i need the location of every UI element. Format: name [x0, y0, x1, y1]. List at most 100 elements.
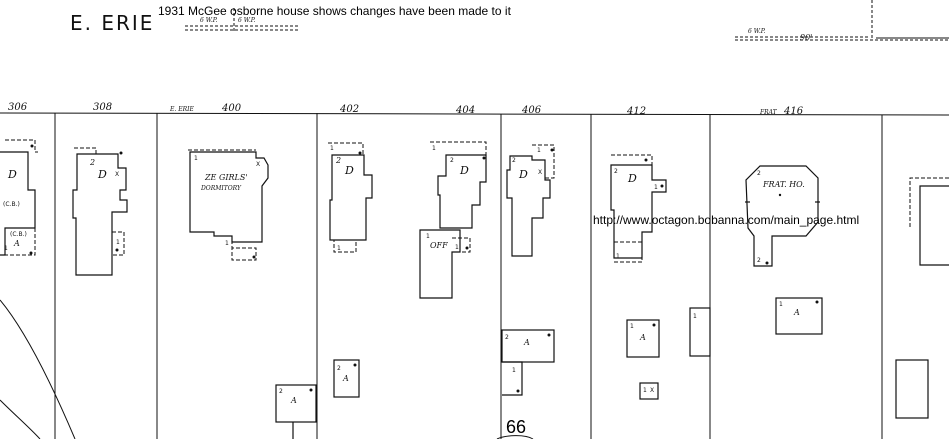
- story-frat-b: 2: [757, 257, 761, 264]
- marker-308-b: [119, 151, 123, 155]
- label-auto-garage-416: A: [793, 308, 800, 317]
- label-auto-garage-406: A: [523, 338, 530, 347]
- porch-404-top: [430, 141, 487, 155]
- garage-402: 2 A: [333, 359, 360, 398]
- address-306: 306: [8, 102, 28, 113]
- marker-garage-400: [309, 388, 313, 392]
- story-412: 2: [614, 168, 618, 175]
- address-404: 404: [455, 105, 475, 116]
- label-x-shed-412: X: [650, 387, 654, 394]
- address-406: 406: [521, 105, 542, 116]
- story-306: 1: [4, 245, 8, 252]
- story-shed-412-east: 1: [693, 313, 697, 320]
- marker-garage-416: [815, 300, 819, 304]
- porch-400-rear: [224, 235, 257, 261]
- house-east: [919, 185, 949, 266]
- label-auto-garage-400: A: [290, 396, 297, 405]
- label-dwelling-306: D: [7, 168, 17, 181]
- marker-412-b: [660, 184, 664, 188]
- address-416: 416: [783, 106, 804, 117]
- house-406: [506, 155, 551, 257]
- porch-402-top: [328, 142, 364, 155]
- rail-curve-2: [0, 399, 41, 439]
- marker-frat-center: [778, 193, 782, 197]
- marker-400: [252, 255, 256, 259]
- story-frat: 2: [757, 170, 761, 177]
- marker-garage-406: [547, 333, 551, 337]
- story-garage-402: 2: [337, 365, 341, 372]
- label-x-308: X: [115, 171, 119, 178]
- shed-412-east-rect: [689, 307, 711, 357]
- house-412: [610, 164, 667, 259]
- shed-412-rect: [639, 382, 659, 400]
- page-number-arc: [496, 435, 534, 439]
- building-404: 1 2 D 1 OFF 1: [419, 141, 487, 299]
- story-406: 2: [512, 157, 516, 164]
- garage-416: 1 A: [775, 297, 823, 335]
- porch-308-side: [112, 231, 125, 256]
- marker-garage-406b: [516, 389, 520, 393]
- building-306: D (C.B.) (C.B.) A 1: [0, 139, 38, 256]
- house-402: [329, 154, 373, 241]
- label-dwelling-412: D: [627, 172, 637, 185]
- house-404: [437, 154, 487, 229]
- story-412-side: 1: [654, 184, 658, 191]
- story-402: 2: [335, 156, 341, 165]
- marker-404: [482, 156, 486, 160]
- story-office-404: 1: [426, 233, 430, 240]
- garage-416-rect: [775, 297, 823, 335]
- label-dwelling-404: D: [459, 164, 469, 177]
- page-number: 66: [506, 417, 526, 437]
- story-402b: 1: [337, 245, 341, 252]
- label-girls-dorm-1: ZE GIRLS': [204, 173, 248, 182]
- story-404-top: 1: [432, 145, 436, 152]
- marker-404-b: [465, 246, 469, 250]
- frat-house-octagon: [745, 165, 819, 267]
- label-x-400: X: [256, 161, 260, 168]
- story-400b: 1: [225, 240, 229, 247]
- porch-412-top: [611, 154, 653, 165]
- label-auto-garage-412: A: [639, 333, 646, 342]
- story-office-404b: 1: [455, 244, 459, 251]
- porch-402-rear: [333, 239, 357, 253]
- marker-garage-412: [652, 323, 656, 327]
- building-308: 2 D X 1: [72, 147, 128, 276]
- building-416-frat-house: 2 FRAT. HO. 2: [745, 165, 820, 267]
- marker-308: [115, 248, 119, 252]
- garage-412-rect: [626, 319, 660, 358]
- address-402: 402: [339, 104, 359, 115]
- story-garage-400: 2: [279, 388, 283, 395]
- label-dwelling-406: D: [518, 168, 528, 181]
- building-412: 2 D 1 1: [610, 154, 667, 263]
- garage-402-rect: [333, 359, 360, 398]
- house-308: [72, 153, 128, 276]
- story-shed-412: 1: [643, 387, 647, 394]
- marker-306-b: [29, 251, 33, 255]
- porch-404-office: [452, 237, 471, 253]
- annotation-wp-2: 6 W.P.: [238, 17, 256, 24]
- label-cb-306: (C.B.): [3, 201, 20, 208]
- source-url[interactable]: http://www.octagon.bobanna.com/main_page…: [593, 213, 859, 227]
- building-east: [895, 177, 949, 419]
- porch-306-top: [5, 139, 38, 153]
- story-400: 1: [194, 155, 198, 162]
- garage-400-rect: [275, 384, 317, 423]
- house-400: [189, 151, 269, 243]
- garage-400: 2 A: [275, 384, 317, 439]
- label-cb-306b: (C.B.): [10, 231, 27, 238]
- label-dwelling-308: D: [97, 168, 107, 181]
- label-frat-house: FRAT. HO.: [762, 180, 805, 189]
- marker-412: [644, 158, 648, 162]
- building-400-dormitory: 1 X ZE GIRLS' DORMITORY 1: [188, 149, 269, 261]
- photo-caption: 1931 McGee osborne house shows changes h…: [158, 4, 512, 18]
- garage-406-ext: [502, 361, 523, 396]
- marker-306-a: [30, 144, 34, 148]
- garage-406-rect: [501, 329, 555, 363]
- annotation-wp-right: 6 W.P.: [748, 28, 766, 35]
- street-name-label: E. ERIE: [70, 11, 154, 35]
- rail-curve-1: [0, 299, 76, 439]
- porch-east: [909, 177, 949, 228]
- story-406-top: 1: [537, 147, 541, 154]
- story-garage-406: 2: [505, 334, 509, 341]
- address-308: 308: [93, 102, 112, 113]
